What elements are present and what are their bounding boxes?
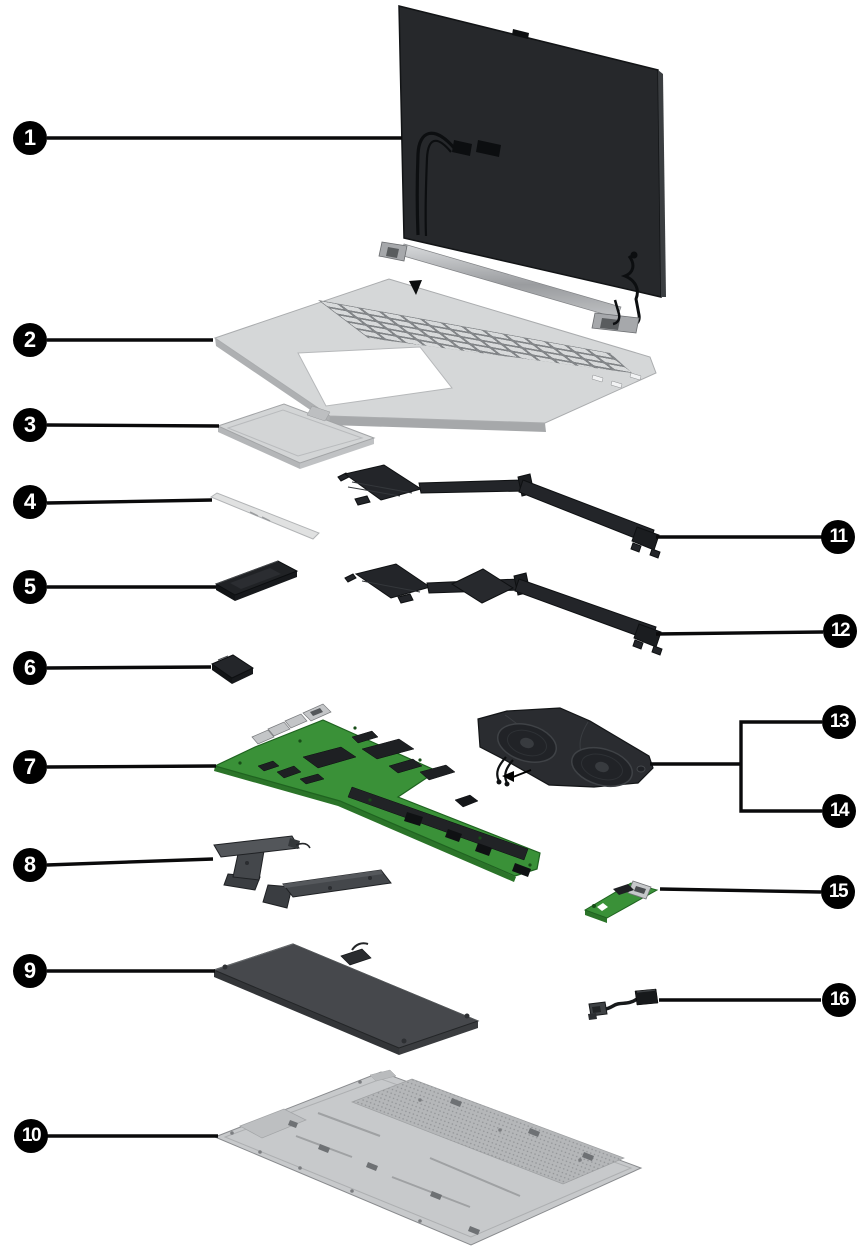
callout-14: 14 — [822, 794, 856, 828]
part-bottom-cover — [213, 1069, 643, 1246]
board-tail-blocks — [404, 812, 531, 877]
part-touchpad — [216, 403, 376, 469]
part-speakers — [213, 835, 392, 909]
display-back-panel — [398, 5, 662, 298]
part-top-cover-keyboard — [213, 278, 657, 432]
fan-screw-hole — [636, 765, 646, 773]
leader-15 — [659, 887, 822, 894]
part-system-board — [213, 703, 541, 882]
left-hinge — [378, 241, 408, 262]
leader-4 — [46, 498, 213, 505]
callout-9: 9 — [13, 954, 47, 988]
touchpad-opening — [297, 346, 453, 407]
part-wlan-module — [210, 654, 255, 684]
callout-4: 4 — [13, 485, 47, 519]
board-connectors — [251, 703, 332, 745]
right-hinge — [591, 299, 640, 334]
callout-2: 2 — [13, 323, 47, 357]
board-tail-strip — [347, 786, 529, 861]
part-power-connector-cable — [588, 988, 659, 1020]
leader-lines — [46, 136, 824, 1138]
callout-7: 7 — [13, 750, 47, 784]
leader-7 — [46, 764, 217, 769]
callout-3: 3 — [13, 408, 47, 442]
callout-5: 5 — [13, 570, 47, 604]
callout-6: 6 — [13, 651, 47, 685]
part-usb-board — [583, 880, 659, 923]
power-connector-block — [634, 988, 659, 1006]
callout-11: 11 — [821, 520, 855, 554]
fan-cable-arrow — [502, 769, 532, 782]
callout-1: 1 — [13, 121, 47, 155]
callout-15: 15 — [821, 875, 855, 909]
touchpad-inset — [226, 409, 364, 457]
part-heat-sink-1 — [337, 464, 661, 559]
leader-12 — [655, 630, 824, 636]
side-ports — [591, 372, 642, 389]
webcam-module — [512, 29, 529, 39]
touchpad-edge-right — [300, 438, 374, 469]
callout-16: 16 — [822, 983, 856, 1017]
board-edge — [214, 766, 516, 882]
board-chips — [257, 730, 479, 808]
part-heat-sink-2 — [344, 563, 663, 656]
display-side-edge — [658, 70, 666, 297]
callout-10: 10 — [14, 1119, 48, 1153]
cover-screws — [230, 1080, 582, 1223]
part-fan-assembly — [477, 707, 654, 788]
touchpad-edge-left — [218, 426, 300, 469]
battery-connector — [340, 948, 372, 966]
cover-bosses — [288, 1098, 594, 1235]
touchpad-cable-tab — [306, 405, 331, 422]
leader-3 — [46, 423, 220, 428]
part-ssd — [214, 560, 299, 601]
leader-13-14-bracket — [739, 720, 822, 813]
speaker-left — [213, 835, 311, 891]
leader-8 — [46, 857, 214, 867]
callout-12: 12 — [823, 614, 857, 648]
part-battery — [212, 942, 480, 1055]
speaker-right — [262, 869, 392, 909]
fan-rotor-2 — [571, 746, 633, 788]
callout-13: 13 — [822, 705, 856, 739]
deck-front-face2 — [329, 416, 546, 432]
deck-front-face — [215, 338, 331, 424]
fan-rotor-1 — [496, 723, 558, 763]
board-screws — [238, 726, 532, 867]
latch-hook — [409, 280, 422, 295]
leader-6 — [46, 665, 212, 670]
display-cables-left — [415, 131, 501, 237]
cover-panel — [239, 1108, 307, 1139]
keyboard-keys — [318, 300, 632, 373]
fan-wires — [496, 756, 514, 787]
part-touchpad-bracket — [209, 492, 320, 540]
callout-8: 8 — [13, 848, 47, 882]
usb-board-chip — [613, 884, 634, 895]
part-display-assembly — [378, 5, 666, 334]
